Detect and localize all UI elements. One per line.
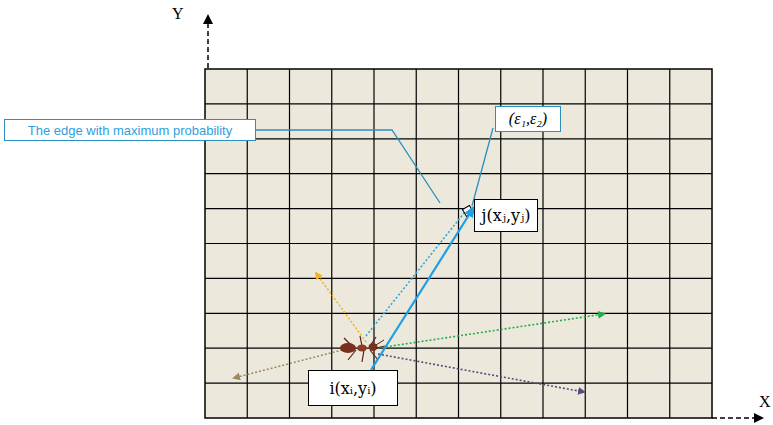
node-text: j(xⱼ,yⱼ) [481, 206, 530, 225]
axis-label: Y [172, 5, 184, 23]
candidate-edges [234, 208, 604, 392]
node-text: (ε₁,ε₂) [509, 110, 547, 128]
axes [208, 16, 762, 418]
callout-box: The edge with maximum probability [4, 119, 256, 141]
perturbation-box: (ε₁,ε₂) [495, 106, 561, 132]
node-label-box: i(xᵢ,yᵢ) [308, 370, 398, 406]
node-label-box: j(xⱼ,yⱼ) [474, 199, 538, 232]
node-text: i(xᵢ,yᵢ) [329, 379, 376, 398]
leader-lines [256, 128, 493, 206]
node-text: The edge with maximum probability [28, 123, 232, 138]
grid [205, 69, 712, 418]
max-probability-edge [371, 207, 474, 370]
axis-label: X [759, 393, 771, 411]
